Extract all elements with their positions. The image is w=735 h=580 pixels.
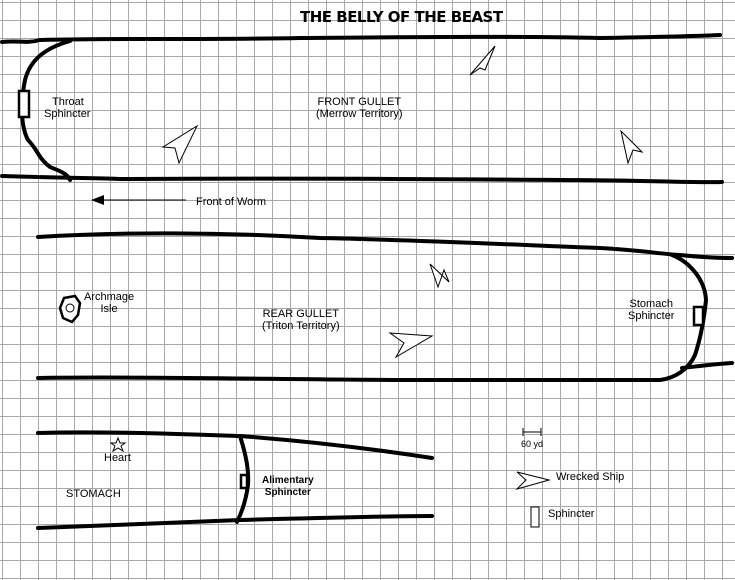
region-name: REAR GULLET [262, 308, 340, 320]
front-gullet-top-wall [0, 33, 722, 44]
arrow-left-icon [91, 195, 104, 205]
rear-gullet-label: REAR GULLET (Triton Territory) [262, 308, 340, 332]
wrecked-ship-icon [388, 332, 434, 359]
legend-sphincter-label: Sphincter [548, 508, 595, 520]
scale-label: 60 yd [521, 439, 544, 449]
scale-bar [522, 428, 542, 436]
region-sub: (Merrow Territory) [316, 108, 403, 120]
wrecked-ship-icon [161, 124, 199, 165]
throat-sphincter-label: Throat Sphincter [44, 96, 90, 120]
heart-label: Heart [104, 452, 131, 464]
archmage-tower-icon [65, 303, 75, 313]
label-line: Sphincter [628, 310, 675, 322]
wrecked-ship-icon [620, 129, 644, 165]
front-arrow [91, 195, 186, 205]
front-gullet-bottom-wall [0, 174, 724, 185]
alimentary-sphincter-label: Alimentary Sphincter [262, 475, 314, 499]
front-gullet-label: FRONT GULLET (Merrow Territory) [316, 96, 403, 120]
label-line: Archmage [84, 291, 135, 303]
rear-gullet-bottom-wall [36, 375, 662, 383]
stomach-sphincter-label: Stomach Sphincter [628, 298, 674, 322]
throat-sphincter-icon [17, 89, 31, 119]
stomach-top-wall [36, 430, 434, 460]
wrecked-ship-icon [429, 263, 450, 289]
label-line: Sphincter [44, 108, 91, 120]
stomach-label: STOMACH [66, 488, 121, 500]
label-line: Alimentary [262, 475, 314, 486]
rear-gullet-top-wall [36, 231, 734, 260]
rear-gullet-bottom-wall-right [680, 361, 734, 370]
label-line: Sphincter [264, 487, 311, 498]
stomach-sphincter-icon [692, 305, 705, 327]
wrecked-ship-icon [469, 45, 496, 76]
legend-ship-icon [515, 471, 551, 490]
label-line: Stomach [629, 298, 673, 310]
front-of-worm-label: Front of Worm [196, 196, 267, 208]
region-sub: (Triton Territory) [262, 320, 340, 332]
alimentary-sphincter-icon [239, 473, 249, 490]
label-line: Throat [52, 96, 84, 108]
rear-gullet-right-wall [658, 253, 708, 382]
throat-wall [20, 39, 72, 182]
heart-star-icon [109, 436, 127, 453]
map-title: THE BELLY OF THE BEAST [300, 8, 503, 26]
label-line: Isle [100, 303, 118, 315]
archmage-isle-label: Archmage Isle [84, 291, 134, 315]
region-name: FRONT GULLET [317, 96, 402, 108]
legend-sphincter-icon [530, 506, 540, 528]
legend-wrecked-ship-label: Wrecked Ship [556, 471, 625, 483]
